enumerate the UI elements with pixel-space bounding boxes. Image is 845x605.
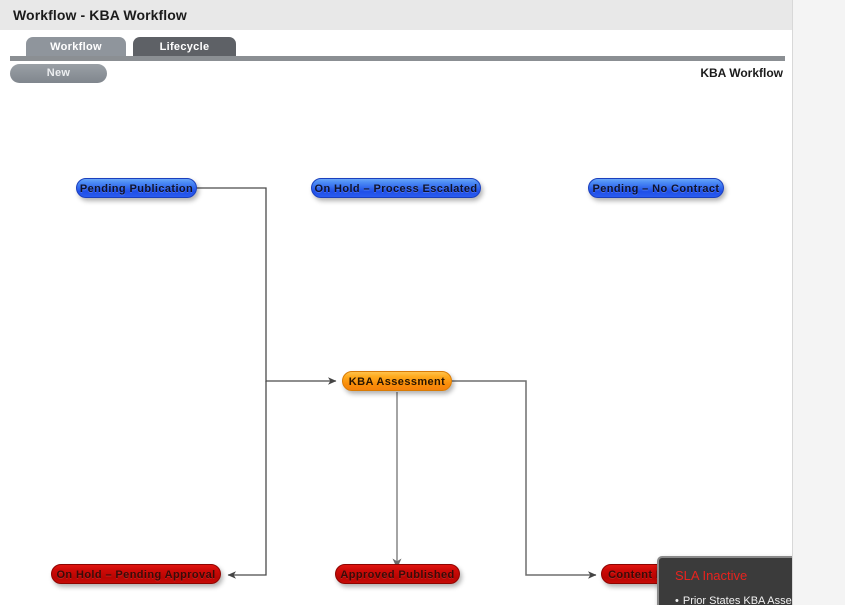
state-node-approved-published[interactable]: Approved Published bbox=[335, 564, 460, 584]
tooltip-item-prior-states: •Prior States KBA Assessment bbox=[675, 595, 792, 605]
new-button[interactable]: New bbox=[10, 64, 107, 83]
workflow-canvas[interactable]: Pending Publication On Hold – Process Es… bbox=[0, 90, 792, 605]
tab-lifecycle[interactable]: Lifecycle bbox=[133, 37, 236, 58]
state-node-on-hold-pending-approval[interactable]: On Hold – Pending Approval bbox=[51, 564, 221, 584]
window-titlebar: Workflow - KBA Workflow bbox=[0, 0, 792, 31]
tab-underline-divider bbox=[10, 56, 785, 61]
edge-kba-assessment-to-on-hold-approval[interactable] bbox=[227, 381, 267, 579]
tab-workflow[interactable]: Workflow bbox=[26, 37, 126, 58]
tooltip-title: SLA Inactive bbox=[675, 568, 748, 583]
bullet-icon: • bbox=[675, 595, 679, 605]
main-panel: Workflow - KBA Workflow Workflow Lifecyc… bbox=[0, 0, 793, 605]
diagram-title: KBA Workflow bbox=[700, 66, 783, 80]
edge-pending-publication-to-kba-assessment[interactable] bbox=[197, 187, 337, 385]
tooltip-item-prior-states-text: Prior States KBA Assessment bbox=[682, 595, 792, 605]
edge-layer bbox=[197, 187, 597, 579]
page-title: Workflow - KBA Workflow bbox=[13, 7, 187, 23]
toolbar: New KBA Workflow bbox=[0, 64, 792, 88]
sla-info-tooltip: SLA Inactive •Prior States KBA Assessmen… bbox=[657, 556, 792, 605]
edge-kba-assessment-to-content-rejected[interactable] bbox=[452, 380, 597, 579]
right-gutter bbox=[794, 0, 845, 605]
state-node-kba-assessment[interactable]: KBA Assessment bbox=[342, 371, 452, 391]
state-node-on-hold-process-escalated[interactable]: On Hold – Process Escalated bbox=[311, 178, 481, 198]
state-node-pending-no-contract[interactable]: Pending – No Contract bbox=[588, 178, 724, 198]
state-node-pending-publication[interactable]: Pending Publication bbox=[76, 178, 197, 198]
